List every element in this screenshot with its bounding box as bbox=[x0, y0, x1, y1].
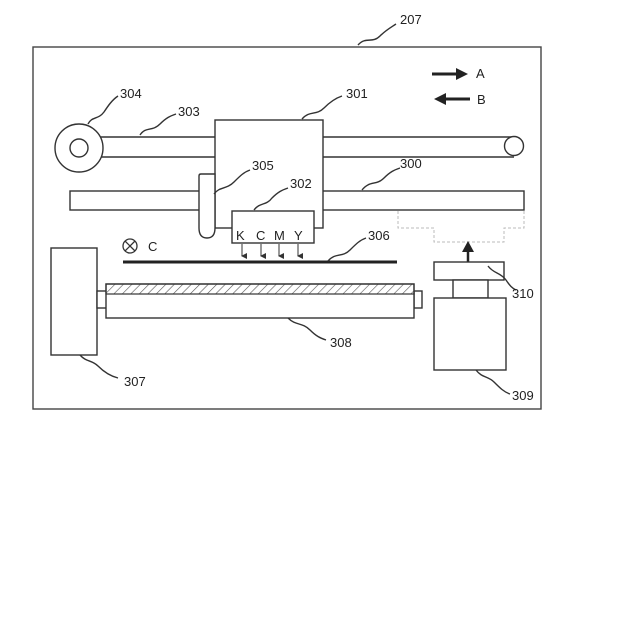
cap-unit bbox=[434, 280, 506, 370]
platen-roller bbox=[97, 284, 422, 318]
leader-207 bbox=[358, 24, 396, 45]
label-310: 310 bbox=[512, 286, 534, 301]
head-color-k: K bbox=[236, 228, 245, 243]
label-305: 305 bbox=[252, 158, 274, 173]
label-303: 303 bbox=[178, 104, 200, 119]
leader-304 bbox=[88, 96, 118, 124]
label-309: 309 bbox=[512, 388, 534, 403]
ink-drop-arrows bbox=[242, 244, 298, 256]
head-color-y: Y bbox=[294, 228, 303, 243]
label-308: 308 bbox=[330, 335, 352, 350]
legend-a: A bbox=[476, 66, 485, 81]
leader-300 bbox=[362, 168, 400, 190]
legend-b: B bbox=[477, 92, 486, 107]
sensor bbox=[199, 174, 215, 238]
leader-301 bbox=[302, 96, 342, 119]
arrow-b-icon bbox=[434, 93, 470, 105]
label-302: 302 bbox=[290, 176, 312, 191]
arrow-a-icon bbox=[432, 68, 468, 80]
legend-c: C bbox=[148, 239, 157, 254]
label-300: 300 bbox=[400, 156, 422, 171]
label-301: 301 bbox=[346, 86, 368, 101]
pulley bbox=[55, 124, 103, 172]
label-306: 306 bbox=[368, 228, 390, 243]
leader-303 bbox=[140, 114, 176, 135]
motor bbox=[51, 248, 97, 355]
label-207: 207 bbox=[400, 12, 422, 27]
leader-307 bbox=[80, 355, 118, 378]
label-307: 307 bbox=[124, 374, 146, 389]
leader-306 bbox=[328, 238, 366, 261]
head-color-m: M bbox=[274, 228, 285, 243]
leader-309 bbox=[476, 370, 510, 394]
label-304: 304 bbox=[120, 86, 142, 101]
direction-into-page-icon bbox=[123, 239, 137, 253]
head-color-c: C bbox=[256, 228, 265, 243]
cap-lift-arrow-icon bbox=[462, 241, 474, 262]
carriage-ghost-outline bbox=[398, 211, 524, 242]
leader-308 bbox=[288, 318, 326, 340]
